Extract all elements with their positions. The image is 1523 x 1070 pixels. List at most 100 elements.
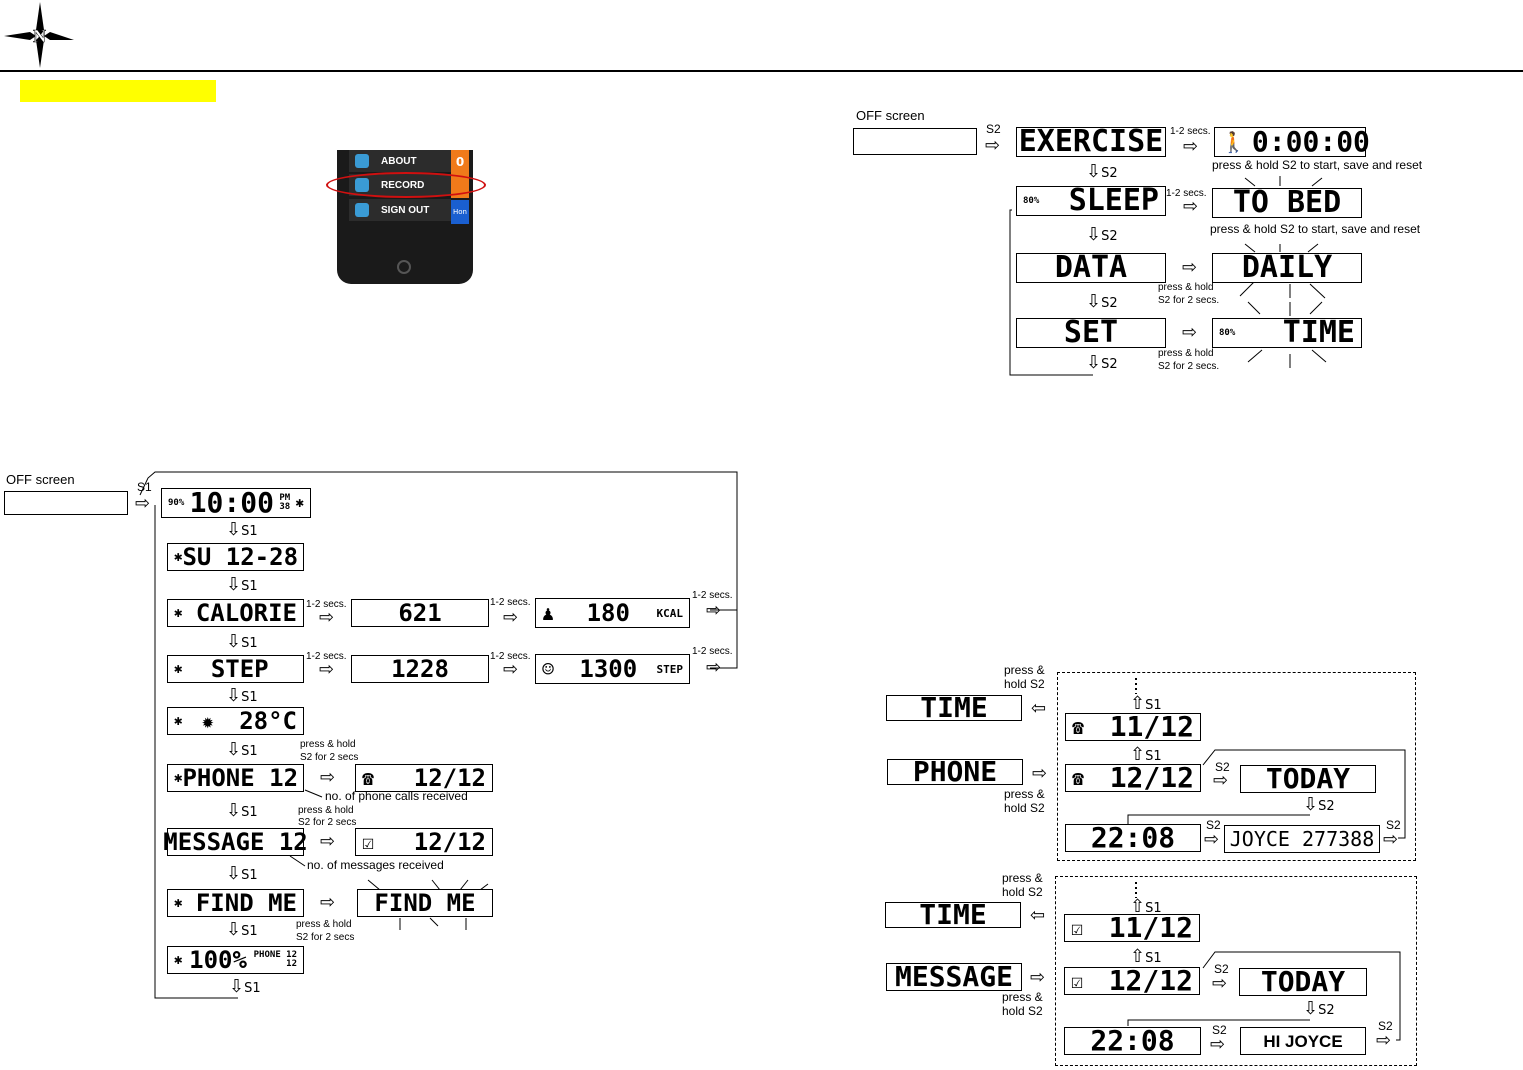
right-arrow-icon: ⇨ [319, 659, 335, 680]
down-arrow-s1: ⇩S1 [229, 976, 261, 997]
hold-note-line2: S2 for 2 secs. [1158, 295, 1220, 306]
s2-label: S2 [1206, 818, 1221, 832]
down-arrow-s1: ⇩S1 [226, 863, 258, 884]
secs-label: 1-2 secs. [490, 651, 531, 662]
hold-note-line2: S2 for 2 secs [298, 817, 357, 828]
right-arrow-icon: ⇨ [1383, 829, 1399, 850]
bluetooth-icon: ✱ [174, 549, 183, 565]
lcd-message-count: ☑12/12 [355, 828, 493, 856]
home-button [397, 260, 411, 274]
right-arrow-icon: ⇨ [1182, 322, 1198, 343]
lcd-message-date1: ☑11/12 [1064, 914, 1200, 942]
lcd-phone-count: ☎12/12 [355, 764, 493, 792]
left-arrow-icon: ⇦ [1030, 905, 1046, 926]
lcd-find-me-flash: FIND ME [357, 889, 493, 917]
press-note-line2: hold S2 [1002, 1004, 1043, 1018]
side-tab-blue: Hon [451, 200, 469, 224]
secs-label: 1-2 secs. [692, 646, 733, 657]
right-arrow-icon: ⇨ [985, 135, 1001, 156]
lcd-daily: DAILY [1212, 253, 1362, 283]
left-arrow-icon: ⇦ [1031, 698, 1047, 719]
down-arrow-s2: ⇩S2 [1086, 224, 1118, 245]
right-arrow-icon: ⇨ [320, 831, 336, 852]
menu-label: ABOUT [381, 155, 417, 167]
down-arrow-s2: ⇩S2 [1303, 794, 1335, 815]
lcd-message-mode: MESSAGE [886, 963, 1022, 991]
lcd-time-set: 80%TIME [1212, 318, 1362, 348]
off-screen-box [853, 128, 977, 155]
up-arrow-s1: ⇧S1 [1130, 946, 1162, 967]
right-arrow-icon: ⇨ [1183, 196, 1199, 217]
s2-label: S2 [1215, 760, 1230, 774]
lcd-today: TODAY [1240, 765, 1376, 793]
down-arrow-s2: ⇩S2 [1303, 998, 1335, 1019]
lcd-to-bed: TO BED [1212, 188, 1362, 218]
hold-note-line2: S2 for 2 secs [300, 752, 359, 763]
lcd-clock: 22:08 [1065, 824, 1201, 852]
hold-note-line1: press & hold [1158, 348, 1214, 359]
press-note-line1: press & [1002, 990, 1043, 1004]
highlight-bar [20, 80, 216, 102]
press-note-line1: press & [1004, 787, 1045, 801]
menu-item-sign-out[interactable]: SIGN OUT [349, 199, 451, 221]
secs-label: 1-2 secs. [306, 599, 347, 610]
bluetooth-icon: ✱ [174, 952, 183, 968]
hold-note-line1: press & hold [296, 919, 352, 930]
lcd-clock: 22:08 [1064, 1027, 1201, 1055]
lcd-exercise: EXERCISE [1016, 127, 1166, 157]
s2-label: S2 [1378, 1019, 1393, 1033]
press-note-line2: hold S2 [1004, 801, 1045, 815]
secs-label: 1-2 secs. [1170, 126, 1211, 137]
lcd-date: ✱SU 12-28 [167, 543, 304, 571]
phone-icon: ☎ [1072, 766, 1085, 790]
note-start: press & hold S2 to start, save and reset [1212, 158, 1423, 172]
user-icon [355, 203, 369, 217]
message-panel-frame [1055, 876, 1417, 1066]
down-arrow-s2: ⇩S2 [1086, 352, 1118, 373]
off-screen-box [4, 491, 128, 515]
right-arrow-icon: ⇨ [1210, 1034, 1226, 1055]
face-icon: ☺ [542, 657, 555, 681]
hold-note-line1: press & hold [1158, 282, 1214, 293]
secs-label: 1-2 secs. [306, 651, 347, 662]
right-arrow-icon: ⇨ [1032, 763, 1048, 784]
menu-item-about[interactable]: ABOUT [349, 150, 451, 172]
right-arrow-icon: ⇨ [320, 892, 336, 913]
note-calls: no. of phone calls received [325, 789, 468, 803]
lcd-calorie: ✱CALORIE [167, 599, 304, 627]
phone-icon: ☎ [362, 766, 375, 790]
right-arrow-icon: ⇨ [1212, 973, 1228, 994]
off-screen-label: OFF screen [6, 472, 75, 487]
bluetooth-icon: ✱ [295, 495, 304, 511]
down-arrow-s1: ⇩S1 [226, 519, 258, 540]
secs-label: 1-2 secs. [490, 597, 531, 608]
lcd-message: MESSAGE 12 [163, 828, 308, 856]
right-arrow-icon: ⇨ [1183, 136, 1199, 157]
hold-note-line2: S2 for 2 secs [296, 932, 355, 943]
menu-label: SIGN OUT [381, 204, 430, 216]
lcd-phone-mode: PHONE [887, 758, 1023, 786]
person-icon: ♟ [542, 601, 555, 625]
down-arrow-s1: ⇩S1 [226, 800, 258, 821]
lcd-message-text: HI JOYCE [1240, 1027, 1366, 1055]
down-arrow-s2: ⇩S2 [1086, 161, 1118, 182]
hold-note-line2: S2 for 2 secs. [1158, 361, 1220, 372]
lcd-phone-date2: ☎12/12 [1065, 764, 1201, 792]
record-highlight-oval [326, 172, 486, 198]
bluetooth-icon: ✱ [174, 713, 183, 729]
up-arrow-s1: ⇧S1 [1130, 693, 1162, 714]
hold-note-line1: press & hold [298, 805, 354, 816]
right-arrow-icon: ⇨ [1204, 829, 1220, 850]
lcd-phone: ✱PHONE 12 [167, 764, 304, 792]
down-arrow-s2: ⇩S2 [1086, 291, 1118, 312]
lcd-time: TIME [885, 901, 1021, 929]
right-arrow-icon: ⇨ [320, 767, 336, 788]
lcd-message-date2: ☑12/12 [1064, 967, 1200, 995]
right-arrow-icon: ⇨ [135, 493, 151, 514]
right-arrow-icon: ⇨ [1030, 967, 1046, 988]
svg-text:N: N [33, 26, 46, 46]
s2-label: S2 [1386, 818, 1401, 832]
lcd-data: DATA [1016, 253, 1166, 283]
